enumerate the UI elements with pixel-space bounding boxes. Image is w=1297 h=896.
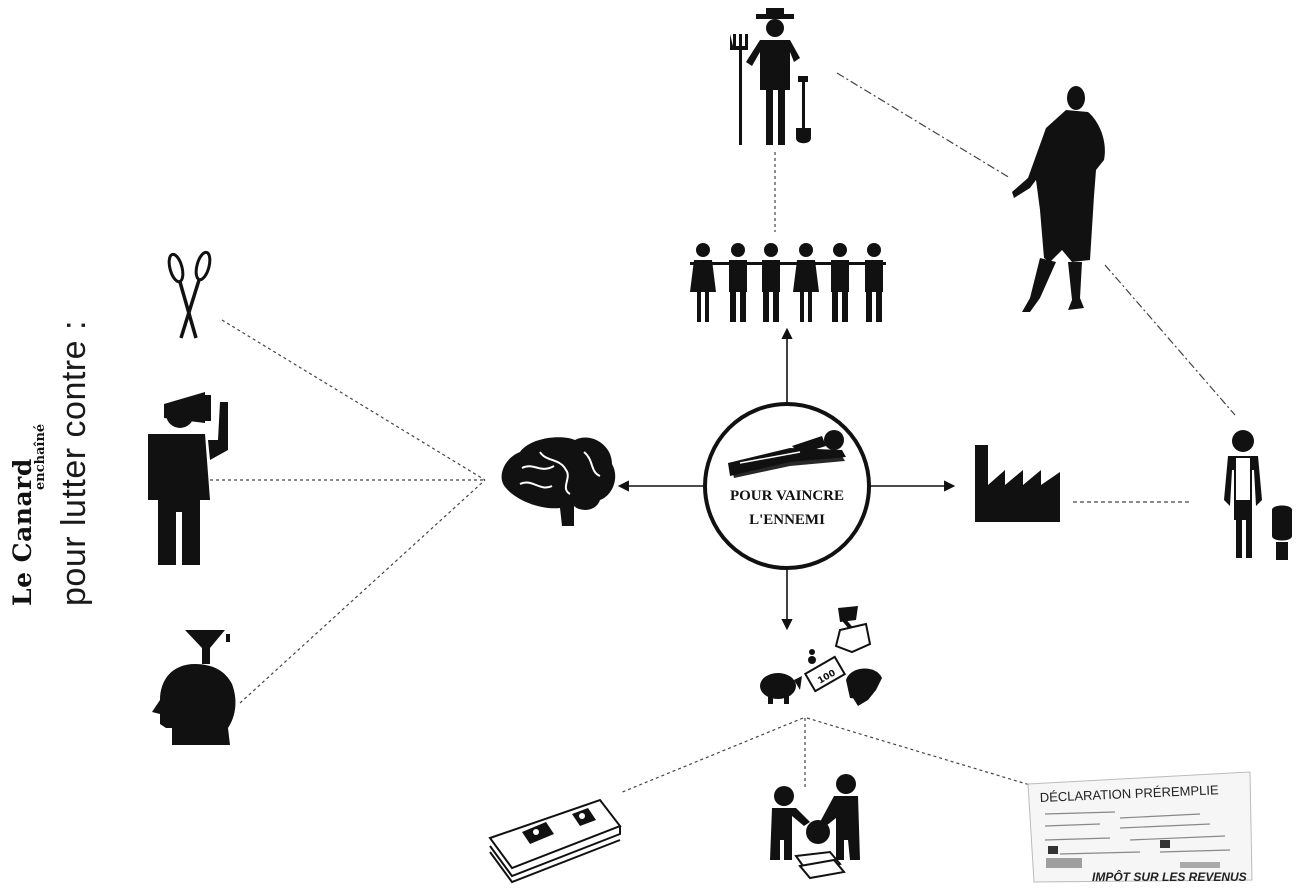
- scissors-icon: [167, 250, 212, 339]
- worker-woman-icon: [1224, 430, 1292, 560]
- central-node: POUR VAINCRE L'ENNEMI: [703, 402, 871, 570]
- megaphone-person-icon: [148, 392, 228, 565]
- money-stack-icon: [488, 798, 622, 884]
- subtitle: pour lutter contre :: [55, 320, 93, 606]
- sleeping-figure-icon: [728, 430, 846, 478]
- brain-icon: [501, 437, 616, 526]
- broken-piggy-icon: [846, 668, 882, 706]
- scissors-to-brain-line: [221, 319, 486, 481]
- tax-to-declaration-line: [806, 717, 1031, 786]
- factory-icon: [975, 445, 1060, 522]
- arrows: [617, 327, 956, 631]
- connector-lines: [210, 72, 1236, 794]
- tax-declaration-icon: DÉCLARATION PRÉREMPLIE IMPÔT SUR LES REV…: [1027, 771, 1253, 884]
- people-chain-icon: [690, 243, 886, 322]
- title-block: Le Canard enchaîné pour lutter contre :: [8, 320, 93, 606]
- fashion-to-worker-line: [1104, 264, 1236, 416]
- funnel-head-icon: [152, 630, 236, 745]
- center-label-line1: POUR VAINCRE: [730, 488, 844, 504]
- gold-exchange-icon: [770, 774, 860, 880]
- farmer-to-fashion-line: [836, 72, 1011, 179]
- fashion-woman-icon: [1012, 86, 1105, 312]
- piggy-bank-icon: [760, 673, 802, 704]
- center-label-line2: L'ENNEMI: [749, 512, 825, 528]
- brand-subtitle: enchaîné: [33, 423, 48, 490]
- declaration-footer: IMPÔT SUR LES REVENUS: [1092, 869, 1247, 884]
- hammer-hand-icon: [834, 606, 872, 654]
- tax-evasion-icon: 100: [760, 606, 882, 706]
- farmer-woman-icon: [730, 8, 811, 145]
- banknote-icon: 100: [803, 649, 847, 693]
- funnel-to-brain-line: [239, 479, 486, 704]
- tax-to-money-line: [619, 717, 804, 794]
